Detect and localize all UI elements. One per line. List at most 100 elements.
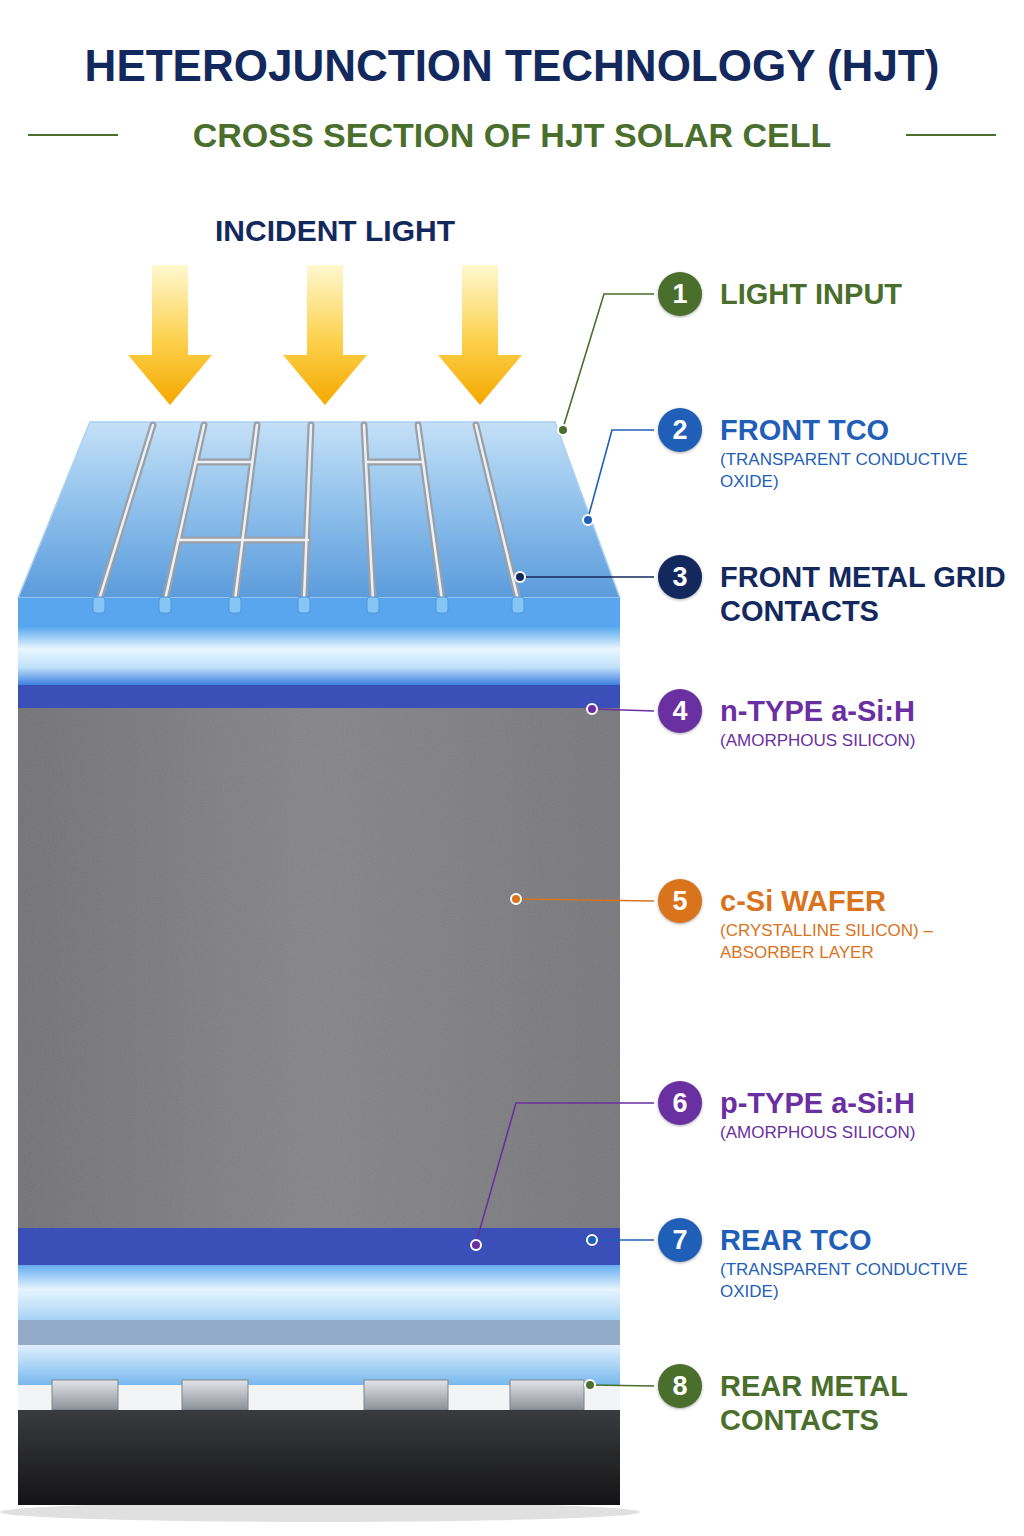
leader-line [476, 1103, 654, 1243]
finger-bump [367, 597, 379, 613]
rule-line [906, 134, 996, 136]
leader-dot [585, 1380, 595, 1390]
part-description: (AMORPHOUS SILICON) [720, 1122, 1016, 1144]
light-arrow [283, 265, 367, 405]
rear-contact [364, 1380, 448, 1410]
front-glow-layer [18, 625, 620, 685]
callout-text: FRONT METAL GRID CONTACTS [720, 560, 1016, 628]
part-description: (AMORPHOUS SILICON) [720, 730, 1016, 752]
grid-busbar [196, 459, 252, 466]
grid-finger [235, 425, 257, 600]
callout: 7 REAR TCO(TRANSPARENT CONDUCTIVE OXIDE) [658, 1218, 1020, 1303]
callout-number: 7 [658, 1218, 702, 1262]
leader-dot [587, 1235, 597, 1245]
callout-text: p-TYPE a-Si:H(AMORPHOUS SILICON) [720, 1086, 1016, 1144]
rear-contact [182, 1380, 248, 1410]
part-name: n-TYPE a-Si:H [720, 694, 1016, 728]
leader-dot [583, 515, 593, 525]
grid-highlight [366, 461, 423, 464]
grid-finger [99, 425, 153, 600]
grid-highlight [476, 425, 518, 600]
callout-text: REAR METAL CONTACTS [720, 1369, 1016, 1437]
grid-finger [165, 425, 204, 600]
grid-highlight [99, 425, 153, 600]
rear-contact [510, 1380, 584, 1410]
leader-dot [587, 704, 597, 714]
subtitle: CROSS SECTION OF HJT SOLAR CELL [193, 116, 831, 155]
light-arrow [438, 265, 522, 405]
p-type-layer [18, 1228, 620, 1265]
base-layer [18, 1410, 620, 1505]
callout-text: REAR TCO(TRANSPARENT CONDUCTIVE OXIDE) [720, 1223, 1016, 1303]
cell-stack [18, 422, 620, 1505]
grid-highlight [235, 425, 257, 600]
leader-line [592, 1385, 654, 1386]
grid-finger [304, 425, 311, 600]
leader-dot [558, 425, 568, 435]
grid-highlight [165, 425, 204, 600]
callout-number: 4 [658, 689, 702, 733]
leader-line [563, 294, 654, 428]
n-type-layer [18, 685, 620, 708]
part-name: REAR TCO [720, 1223, 1016, 1257]
callout-number: 2 [658, 408, 702, 452]
part-description: (TRANSPARENT CONDUCTIVE OXIDE) [720, 1259, 1016, 1303]
part-name: p-TYPE a-Si:H [720, 1086, 1016, 1120]
grid-highlight [418, 425, 442, 600]
grid-busbar [366, 459, 423, 466]
finger-bump [512, 597, 524, 613]
part-name: REAR METAL CONTACTS [720, 1369, 1016, 1437]
grid-finger [364, 425, 373, 600]
finger-bump [298, 597, 310, 613]
part-name: FRONT METAL GRID CONTACTS [720, 560, 1016, 628]
callout: 2 FRONT TCO(TRANSPARENT CONDUCTIVE OXIDE) [658, 408, 1020, 493]
light-arrows [128, 265, 522, 405]
light-label: INCIDENT LIGHT [215, 214, 455, 248]
part-description: (TRANSPARENT CONDUCTIVE OXIDE) [720, 449, 1016, 493]
callout-number: 3 [658, 555, 702, 599]
callout: 8 REAR METAL CONTACTS [658, 1364, 1020, 1437]
part-name: FRONT TCO [720, 413, 1016, 447]
part-name: c-Si WAFER [720, 884, 1016, 918]
diagram-title: HETEROJUNCTION TECHNOLOGY (HJT) [85, 41, 940, 91]
callout: 1 LIGHT INPUT [658, 272, 1020, 316]
leader-dot [471, 1240, 481, 1250]
callout: 3 FRONT METAL GRID CONTACTS [658, 555, 1020, 628]
callout-number: 5 [658, 879, 702, 923]
callout-number: 8 [658, 1364, 702, 1408]
grid-highlight [178, 539, 308, 542]
callout-text: LIGHT INPUT [720, 277, 1016, 311]
leader-line [522, 576, 654, 578]
finger-bump [93, 597, 105, 613]
leader-dot [511, 894, 521, 904]
grid-highlight [196, 461, 252, 464]
finger-bump [229, 597, 241, 613]
wafer-layer [18, 708, 620, 1228]
leader-lines [476, 294, 654, 1386]
leader-line [588, 430, 654, 518]
rear-band [18, 1320, 620, 1345]
grid-highlight [304, 425, 311, 600]
callout-number: 1 [658, 272, 702, 316]
callout: 4 n-TYPE a-Si:H(AMORPHOUS SILICON) [658, 689, 1020, 752]
front-grid [99, 425, 518, 600]
grid-highlight [364, 425, 373, 600]
callout: 6 p-TYPE a-Si:H(AMORPHOUS SILICON) [658, 1081, 1020, 1144]
callout-text: c-Si WAFER(CRYSTALLINE SILICON) – ABSORB… [720, 884, 1016, 964]
callout-text: n-TYPE a-Si:H(AMORPHOUS SILICON) [720, 694, 1016, 752]
finger-bump [436, 597, 448, 613]
leader-line [518, 899, 654, 901]
callout-text: FRONT TCO(TRANSPARENT CONDUCTIVE OXIDE) [720, 413, 1016, 493]
finger-bump [159, 597, 171, 613]
part-name: LIGHT INPUT [720, 277, 1016, 311]
callout: 5 c-Si WAFER(CRYSTALLINE SILICON) – ABSOR… [658, 879, 1020, 964]
finger-bumps [93, 597, 524, 613]
grid-finger [418, 425, 442, 600]
leader-line [594, 1239, 654, 1241]
rear-glow-layer [18, 1345, 620, 1385]
light-arrow [128, 265, 212, 405]
rear-contact [52, 1380, 118, 1410]
callout-number: 6 [658, 1081, 702, 1125]
